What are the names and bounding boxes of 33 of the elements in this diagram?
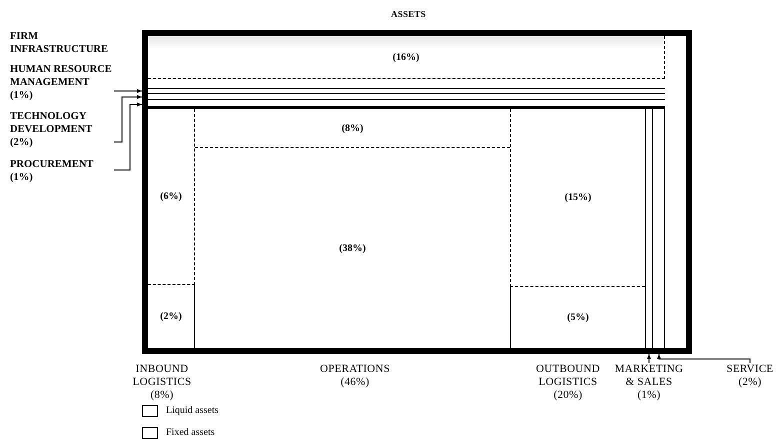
percent-label: (1%) (10, 89, 33, 102)
activity-label: OUTBOUND LOGISTICS (20%) (535, 363, 601, 402)
activity-name: SERVICE (726, 363, 774, 376)
percent-label: (2%) (10, 136, 33, 149)
legend-text: Liquid assets (166, 404, 218, 418)
leader-arrow (114, 89, 142, 93)
inbound-liquid-cell (148, 109, 195, 285)
percent-label: (8%) (342, 122, 364, 136)
percent-label: (5%) (567, 311, 589, 325)
leader-arrow (657, 354, 750, 364)
leader-arrow (114, 95, 142, 142)
activity-label: INBOUND LOGISTICS (8%) (132, 363, 192, 402)
percent-label: (1%) (10, 171, 33, 184)
leader-arrow (647, 354, 651, 364)
activity-label: OPERATIONS (46%) (319, 363, 391, 389)
percent-label: (16%) (392, 50, 420, 64)
leader-arrow (114, 102, 142, 170)
outbound-liquid-cell (510, 109, 645, 287)
percent-label: (15%) (564, 191, 592, 205)
activity-label: FIRM INFRASTRUCTURE (10, 30, 110, 56)
diagram-title: ASSETS (391, 8, 426, 21)
value-chain-frame (142, 30, 692, 354)
percent-label: (2%) (738, 376, 762, 389)
percent-label: (6%) (160, 190, 182, 204)
activity-name: TECHNOLOGY DEVELOPMENT (10, 110, 94, 136)
activity-name: PROCUREMENT (10, 158, 94, 171)
firm-infrastructure-band (148, 36, 665, 79)
legend-text: Fixed assets (166, 426, 215, 440)
activity-name: HUMAN RESOURCE MANAGEMENT (10, 63, 113, 89)
activity-name: MARKETING & SALES (614, 363, 684, 389)
percent-label: (1%) (637, 389, 661, 402)
percent-label: (38%) (339, 242, 366, 256)
percent-label: (2%) (160, 310, 182, 324)
